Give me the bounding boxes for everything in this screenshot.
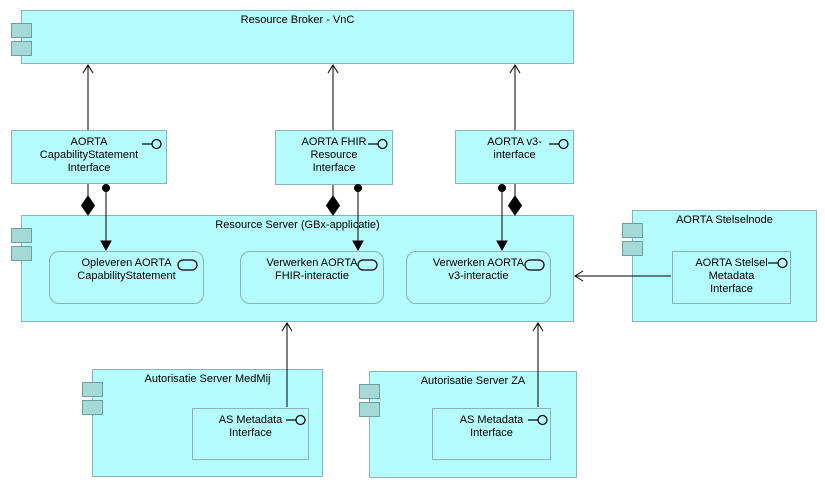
component-icon [82, 382, 103, 415]
node-aorta-fhir-resource-interface-label: AORTA FHIR Resource Interface [301, 136, 367, 174]
node-aorta-stelselnode-label: AORTA Stelselnode [676, 214, 773, 226]
service-icon [524, 259, 545, 271]
interface-icon [528, 414, 548, 426]
node-aorta-v3-interface: AORTA v3- interface [455, 130, 574, 184]
node-service-verwerken-aorta-fhir-interactie: Verwerken AORTA FHIR-interactie [240, 251, 384, 304]
node-as-metadata-interface-medmij-label: AS Metadata Interface [218, 414, 283, 439]
node-aorta-fhir-resource-interface: AORTA FHIR Resource Interface [275, 130, 393, 185]
node-as-metadata-interface-za-label: AS Metadata Interface [459, 414, 524, 439]
interface-icon [368, 138, 388, 150]
service-label: Verwerken AORTA v3-interactie [432, 257, 525, 282]
node-resource-server: Resource Server (GBx-applicatie) Oplever… [11, 215, 574, 322]
node-autorisatie-server-medmij: Autorisatie Server MedMij AS Metadata In… [82, 369, 323, 477]
service-label: Verwerken AORTA FHIR-interactie [266, 257, 358, 282]
component-icon [359, 384, 380, 417]
service-label: Opleveren AORTA CapabilityStatement [77, 257, 176, 282]
interface-icon [768, 257, 788, 269]
node-aorta-stelsel-metadata-interface: AORTA Stelsel Metadata Interface [672, 251, 791, 304]
interface-icon [286, 414, 306, 426]
node-resource-server-label: Resource Server (GBx-applicatie) [215, 219, 380, 231]
connector-serving-cap-interface-to-broker [82, 64, 94, 130]
service-icon [357, 259, 378, 271]
service-icon [177, 259, 198, 271]
node-autorisatie-server-za-label: Autorisatie Server ZA [420, 375, 526, 387]
node-aorta-v3-interface-label: AORTA v3- interface [487, 136, 542, 161]
node-as-metadata-interface-medmij: AS Metadata Interface [192, 408, 309, 460]
connector-composition-server-to-v3-interface [507, 184, 523, 216]
component-icon [11, 23, 32, 56]
node-aorta-stelsel-metadata-interface-label: AORTA Stelsel Metadata Interface [695, 257, 768, 295]
node-resource-broker: Resource Broker - VnC [11, 10, 574, 64]
node-resource-broker-label: Resource Broker - VnC [240, 14, 355, 26]
connector-composition-server-to-cap-interface [80, 184, 96, 216]
node-autorisatie-server-medmij-label: Autorisatie Server MedMij [144, 373, 271, 385]
node-aorta-capabilitystatement-interface-label: AORTA CapabilityStatement Interface [39, 136, 139, 174]
interface-icon [142, 138, 162, 150]
node-aorta-stelselnode: AORTA Stelselnode AORTA Stelsel Metadata… [622, 210, 817, 322]
connector-serving-v3-interface-to-broker [509, 64, 521, 130]
node-aorta-capabilitystatement-interface: AORTA CapabilityStatement Interface [11, 130, 167, 184]
node-service-opleveren-aorta-capabilitystatement: Opleveren AORTA CapabilityStatement [49, 251, 204, 304]
connector-composition-server-to-fhir-interface [325, 185, 341, 216]
component-icon [622, 223, 643, 256]
node-service-verwerken-aorta-v3-interactie: Verwerken AORTA v3-interactie [406, 251, 551, 304]
connector-serving-fhir-interface-to-broker [327, 64, 339, 130]
node-autorisatie-server-za: Autorisatie Server ZA AS Metadata Interf… [359, 371, 577, 478]
interface-icon [549, 138, 569, 150]
node-as-metadata-interface-za: AS Metadata Interface [432, 408, 551, 460]
component-icon [11, 228, 32, 261]
